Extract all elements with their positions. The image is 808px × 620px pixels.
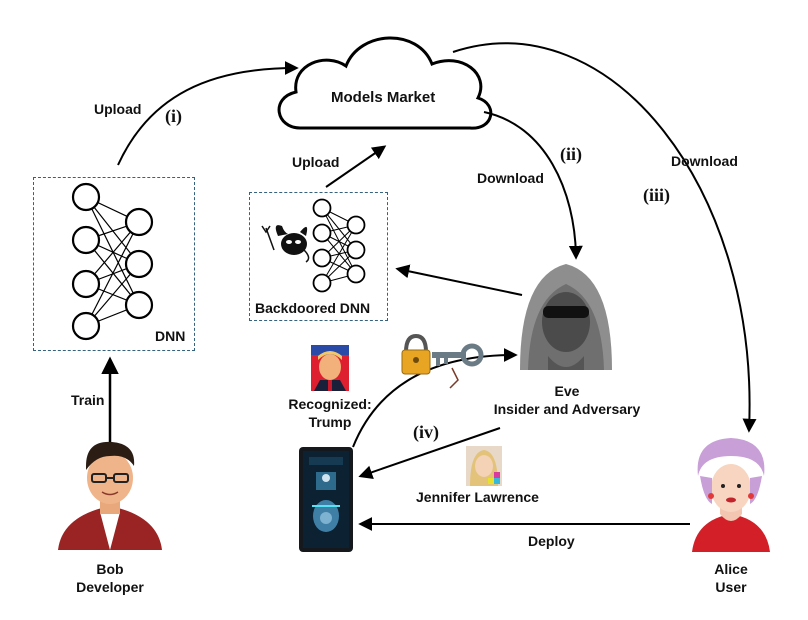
backdoored-dnn-graph [312, 198, 366, 293]
label-recognized-name: Trump [308, 414, 352, 430]
label-step-iii: (iii) [643, 185, 670, 205]
devil-icon [261, 225, 310, 263]
label-deploy: Deploy [528, 533, 575, 549]
label-download-alice: Download [671, 153, 738, 169]
label-bob-role: Developer [76, 579, 144, 595]
label-bob-name: Bob [96, 561, 124, 577]
hacker-icon [520, 264, 612, 370]
cloud-icon [277, 36, 493, 130]
label-upload-eve: Upload [292, 154, 340, 170]
jennifer-photo-icon [466, 446, 502, 486]
label-upload-dev: Upload [94, 101, 142, 117]
label-eve-role: Insider and Adversary [493, 401, 641, 417]
label-train: Train [71, 392, 105, 408]
label-dnn: DNN [155, 328, 186, 344]
arrow-download-eve [483, 111, 583, 260]
label-jennifer: Jennifer Lawrence [416, 489, 539, 505]
lock-icon [401, 333, 431, 375]
label-step-ii: (ii) [560, 144, 582, 164]
backdoored-dnn-box [249, 192, 388, 321]
arrow-upload-eve [325, 145, 387, 188]
label-alice-role: User [715, 579, 747, 595]
label-step-iv: (iv) [413, 422, 439, 442]
label-backdoored-dnn: Backdoored DNN [255, 300, 371, 316]
arrow-eve-to-terminal [358, 427, 501, 479]
label-download-eve: Download [477, 170, 544, 186]
arrow-terminal-to-eve [352, 348, 518, 448]
cloud-title: Models Market [331, 89, 436, 106]
arrow-upload-dev [117, 61, 299, 166]
trump-photo-icon [311, 345, 349, 391]
label-alice-name: Alice [714, 561, 748, 577]
arrow-eve-to-backdoor [395, 264, 523, 296]
face-terminal-icon [299, 447, 353, 552]
dnn-graph [71, 182, 154, 341]
developer-icon [58, 441, 162, 550]
user-icon [692, 438, 770, 552]
arrow-download-alice [452, 42, 757, 433]
dnn-box [33, 177, 195, 351]
key-icon [432, 343, 484, 389]
label-recognized: Recognized: [288, 396, 372, 412]
label-eve-name: Eve [554, 383, 580, 399]
label-step-i: (i) [165, 106, 182, 126]
